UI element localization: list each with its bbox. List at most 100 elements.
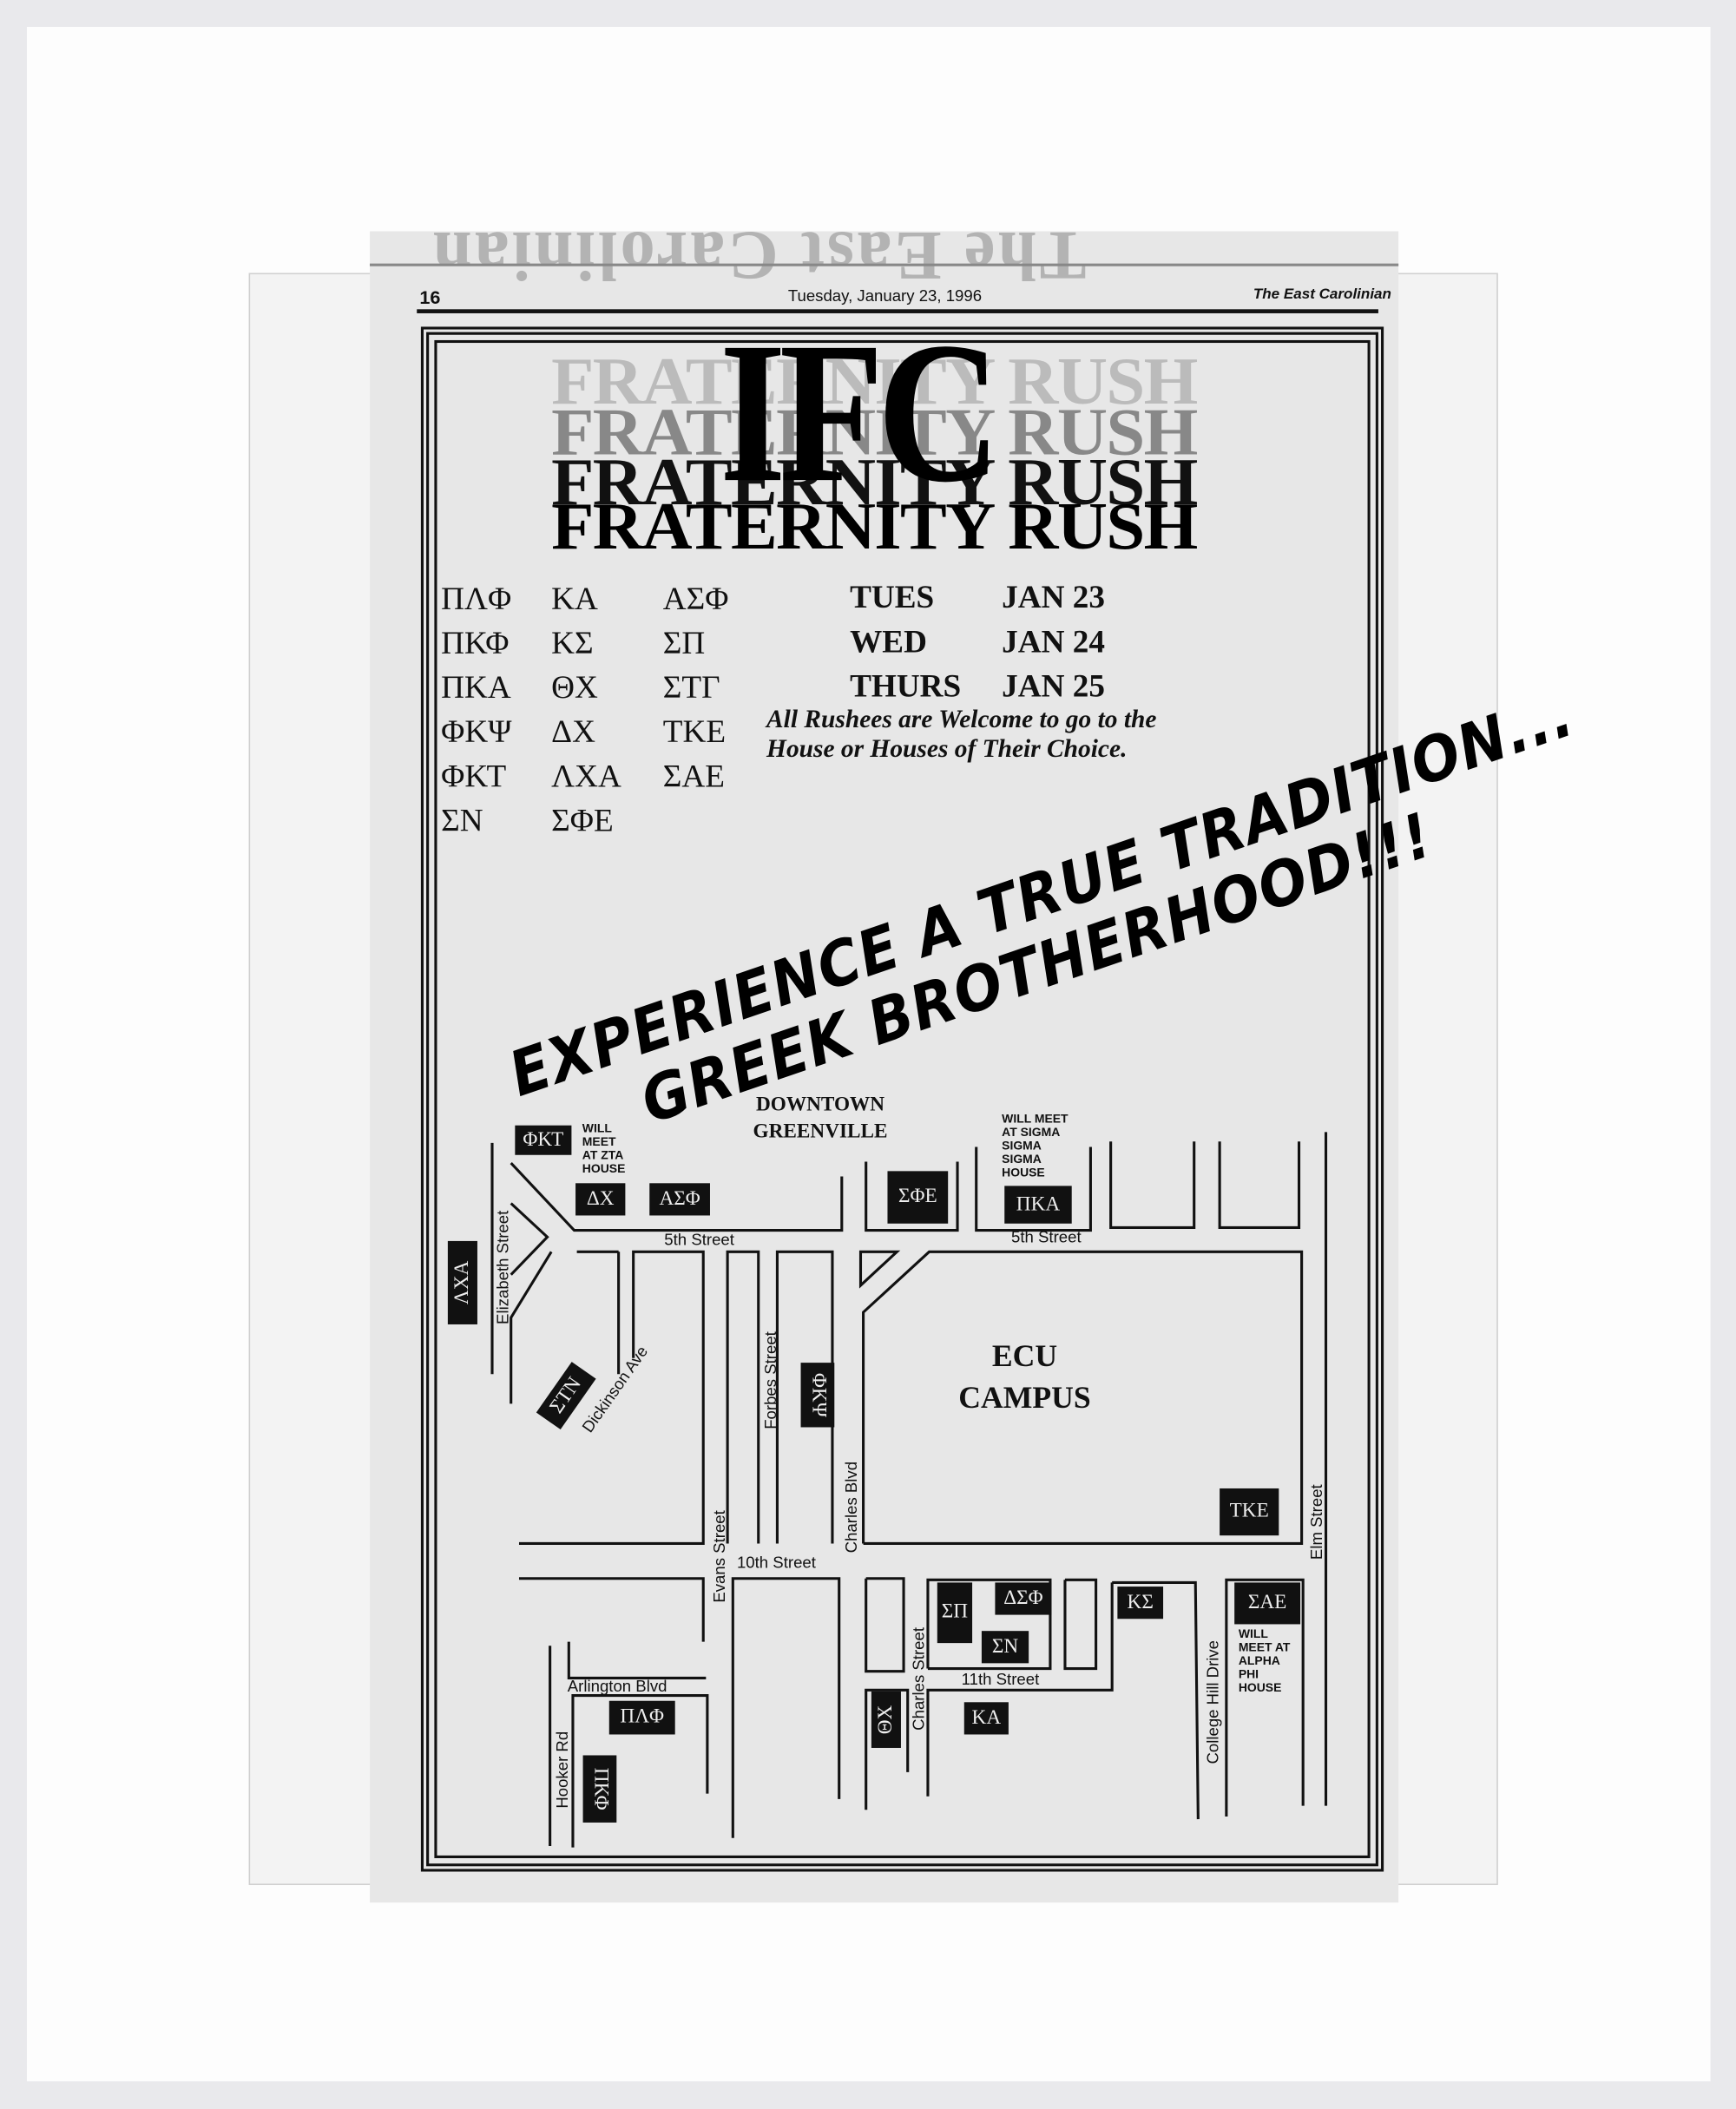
fraternity-column-2: ΚΑ ΚΣ ΘΧ ΔΧ ΛΧΑ ΣΦΕ [551,578,621,844]
rush-date: JAN 25 [1002,669,1105,705]
house-marker-tau-kappa-epsilon: ΤΚΕ [1220,1488,1279,1536]
ifc-logo: IFC [719,301,1001,525]
house-marker-delta-sigma-phi: ΔΣΦ [995,1582,1052,1615]
hooker-rd-label: Hooker Rd [552,1731,572,1809]
elm-street-label: Elm Street [1306,1484,1326,1560]
fifth-street-label: 5th Street [664,1230,734,1250]
fraternity: ΠΚΦ [441,626,510,662]
note-line: AT ZTA [582,1148,624,1162]
house-marker-sigma-pi: ΣΠ [937,1582,973,1644]
fifth-street-label: 5th Street [1010,1227,1082,1247]
note-line: HOUSE [1002,1166,1045,1179]
issue-date: Tuesday, January 23, 1996 [787,286,983,306]
house-marker-theta-chi: ΘΧ [871,1691,901,1748]
title-line-1: FRATERNITY RUSH [551,343,1198,418]
fraternity-column-1: ΠΛΦ ΠΚΦ ΠΚΑ ΦΚΨ ΦΚΤ ΣΝ [441,578,511,844]
fraternity: ΤΚΕ [662,715,727,751]
house-marker-kappa-alpha: ΚΑ [963,1702,1009,1735]
sigma-note: WILL MEET AT SIGMA SIGMA SIGMA HOUSE [1002,1112,1068,1179]
note-line: WILL MEET [1002,1112,1069,1126]
ad-border [420,326,1384,1872]
forbes-street-label: Forbes Street [760,1331,780,1429]
note-line: SIGMA [1002,1139,1042,1153]
house-marker-phi-kappa-tau: ΦΚΤ [515,1125,572,1155]
evans-street-label: Evans Street [709,1510,729,1603]
note-line: ALPHA [1238,1653,1280,1668]
street-line [1218,1141,1301,1229]
street-line [865,1161,959,1232]
note-line: MEET [582,1134,616,1149]
place-line: DOWNTOWN [755,1094,885,1116]
house-marker-alpha-sigma-phi: ΑΣΦ [649,1183,710,1216]
house-marker-pi-kappa-phi: ΠΚΦ [582,1755,617,1823]
street-line [975,1146,1092,1232]
note-line: PHI [1238,1667,1259,1681]
house-marker-sigma-alpha-epsilon: ΣΑΕ [1234,1582,1301,1625]
house-marker-delta-chi: ΔΧ [575,1183,626,1216]
rush-days: TUES WED THURS [850,577,961,710]
zta-note: WILL MEET AT ZTA HOUSE [582,1121,626,1175]
house-marker-sigma-phi-epsilon: ΣΦΕ [887,1171,949,1224]
fraternity: ΣΝ [441,804,483,839]
charles-street-label: Charles Street [909,1626,928,1731]
title-line-3: FRATERNITY RUSH [551,443,1198,519]
note-line: WILL [582,1121,612,1135]
house-marker-pi-kappa-alpha: ΠΚΑ [1004,1186,1072,1224]
rush-day: THURS [850,669,962,705]
street-line [510,1161,844,1232]
note-line: AT SIGMA [1002,1125,1061,1140]
rush-day: TUES [850,581,935,616]
title-line-2: FRATERNITY RUSH [551,393,1198,470]
note-line: HOUSE [582,1161,626,1176]
rush-date: JAN 24 [1002,625,1105,660]
publication-name: The East Carolinian [1253,286,1391,303]
welcome-line-2: House or Houses of Their Choice. [766,735,1128,764]
fraternity: ΔΧ [551,715,595,751]
fraternity: ΣΑΕ [662,759,725,795]
eleventh-street-label: 11th Street [961,1670,1040,1689]
place-line: CAMPUS [958,1381,1091,1415]
place-line: ECU [991,1339,1058,1373]
note-line: WILL [1238,1626,1268,1641]
fraternity-column-3: ΑΣΦ ΣΠ ΣΤΓ ΤΚΕ ΣΑΕ [663,578,729,800]
header-rule [417,309,1378,313]
fraternity: ΣΤΓ [662,671,720,706]
page-number: 16 [419,286,441,308]
place-line: GREENVILLE [753,1121,888,1143]
fraternity: ΘΧ [551,671,598,706]
note-line: HOUSE [1238,1680,1282,1694]
ghost-rule [370,263,1399,266]
fraternity: ΣΠ [662,626,706,662]
alpha-phi-note: WILL MEET AT ALPHA PHI HOUSE [1239,1627,1291,1694]
welcome-line-1: All Rushees are Welcome to go to the [766,706,1157,734]
house-marker-pi-lambda-phi: ΠΛΦ [608,1700,675,1735]
fraternity: ΣΦΕ [551,804,614,839]
street-line [510,1202,549,1276]
street-line [1109,1141,1196,1229]
fraternity: ΦΚΨ [441,715,512,751]
title-line-4: FRATERNITY RUSH [551,488,1198,564]
fraternity: ΚΑ [551,581,598,618]
fraternity: ΠΚΑ [441,671,511,706]
elizabeth-street-label: Elizabeth Street [493,1210,513,1324]
rush-day: WED [850,625,927,660]
ecu-campus-label: ECU CAMPUS [957,1335,1092,1418]
college-hill-drive-label: College Hill Drive [1203,1639,1223,1764]
fraternity: ΠΛΦ [441,581,512,618]
house-marker-sigma-nu: ΣΝ [981,1631,1029,1664]
house-marker-lambda-chi-alpha: ΛΧΑ [447,1240,477,1324]
note-line: MEET AT [1238,1640,1291,1654]
rush-date: JAN 23 [1002,581,1105,616]
fraternity: ΦΚΤ [441,759,507,795]
house-marker-kappa-sigma: ΚΣ [1117,1587,1164,1620]
fraternity: ΚΣ [551,626,594,662]
fraternity: ΑΣΦ [662,581,729,618]
note-line: SIGMA [1002,1152,1042,1166]
downtown-greenville-label: DOWNTOWN GREENVILLE [753,1092,888,1146]
tenth-street-label: 10th Street [736,1553,816,1573]
street-line [510,1251,553,1404]
rush-dates: JAN 23 JAN 24 JAN 25 [1002,577,1105,710]
arlington-blvd-label: Arlington Blvd [567,1676,667,1696]
house-marker-phi-kappa-psi: ΦΚΨ [800,1363,835,1428]
